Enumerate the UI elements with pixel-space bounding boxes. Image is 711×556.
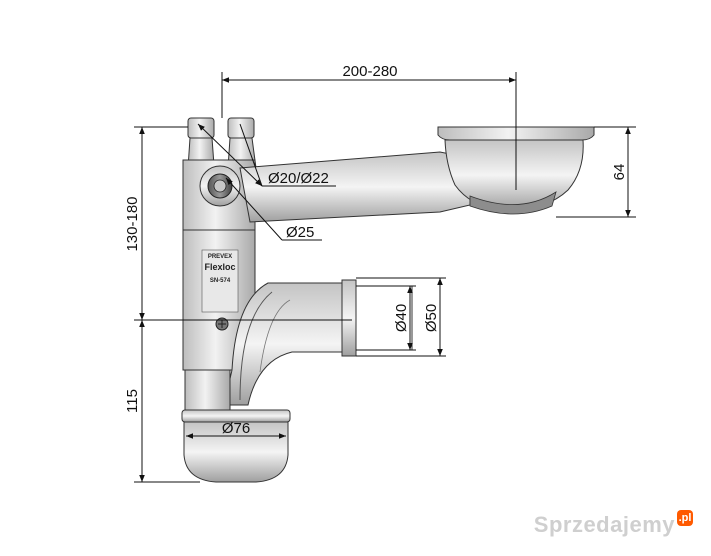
- dim-reach-label: 200-280: [342, 63, 397, 80]
- dim-outlet-inner-label: Ø40: [393, 304, 410, 332]
- label-plate: [201, 249, 239, 313]
- dim-outlet-outer-label: Ø50: [423, 304, 440, 332]
- dim-inlet-diameter-label: Ø20/Ø22: [268, 170, 329, 187]
- dimension-lines: [134, 72, 636, 483]
- dim-outlet-height-label: 130-180: [124, 196, 141, 251]
- inlet-stub-left: [187, 117, 215, 139]
- dim-bottom-cup-label: Ø76: [222, 420, 250, 437]
- dim-side-inlet-label: Ø25: [286, 224, 314, 241]
- watermark-badge: .pl: [677, 510, 693, 526]
- horizontal-arm: [239, 151, 471, 223]
- dim-trap-height-label: 115: [124, 389, 141, 413]
- code-label: SN-574: [210, 278, 231, 284]
- marketplace-watermark: Sprzedajemy .pl: [534, 510, 693, 538]
- outlet-collar: [341, 279, 357, 357]
- brand-label: PREVEX: [208, 254, 232, 260]
- lower-riser: [184, 369, 231, 411]
- dim-bowl-depth-label: 64: [611, 164, 628, 181]
- bowl-outflow: [469, 191, 557, 215]
- watermark-text: Sprzedajemy: [533, 512, 675, 537]
- model-label: Flexloc: [204, 262, 235, 272]
